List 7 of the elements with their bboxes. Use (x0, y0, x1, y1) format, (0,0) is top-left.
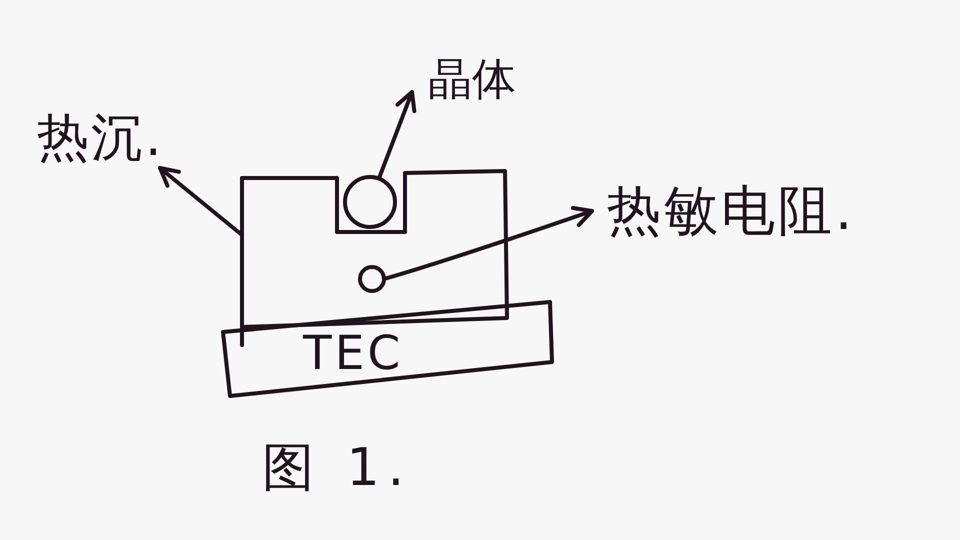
callout-label: 晶体 (412, 52, 516, 108)
small-circle (358, 265, 386, 293)
circle (343, 175, 397, 229)
figure-caption: 图 1. (262, 440, 412, 498)
callout-label: 热敏电阻. (592, 180, 882, 242)
labeled-box: TEC (219, 298, 556, 400)
callout-label: 热沉. (32, 104, 172, 168)
